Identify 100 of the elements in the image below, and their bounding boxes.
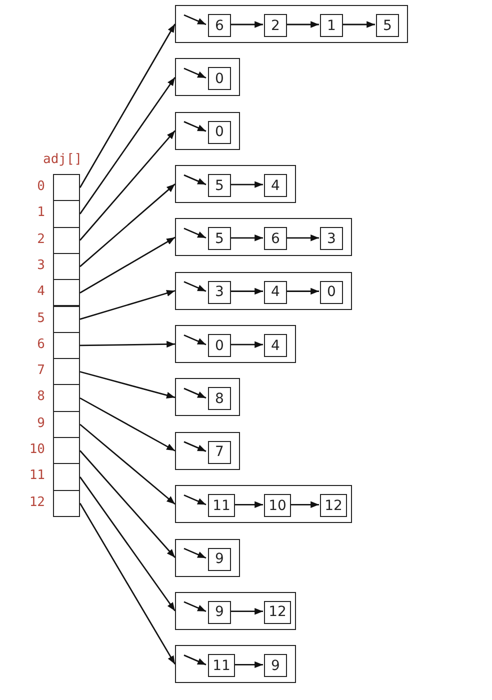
arrow (184, 388, 206, 399)
arrow (184, 68, 206, 78)
array-cell (53, 490, 80, 517)
list-node: 2 (264, 14, 287, 37)
list-node: 5 (376, 14, 399, 37)
arrow (79, 476, 176, 612)
list-box (175, 485, 352, 524)
list-node: 4 (264, 174, 287, 198)
list-box (175, 5, 408, 43)
arrow (286, 288, 319, 295)
arrow (230, 608, 263, 615)
index-label: 10 (29, 442, 45, 457)
list-box (175, 165, 296, 204)
list-box (175, 378, 240, 416)
array-label: adj[] (43, 152, 82, 167)
arrow (184, 14, 206, 26)
list-node: 6 (264, 227, 287, 250)
arrow (234, 501, 263, 508)
list-node: 3 (320, 227, 343, 250)
arrow (184, 548, 206, 559)
arrow (184, 174, 206, 186)
array-cell (53, 306, 80, 333)
list-box (175, 432, 240, 470)
index-label: 3 (37, 258, 45, 273)
arrow (184, 654, 206, 666)
arrow (184, 281, 206, 292)
array-cell (53, 279, 80, 306)
arrow (290, 501, 319, 508)
list-node: 7 (208, 440, 231, 464)
arrow (184, 601, 206, 612)
index-label: 12 (29, 494, 45, 510)
list-node: 0 (208, 334, 231, 358)
list-node: 8 (208, 387, 231, 410)
arrow (286, 234, 319, 242)
arrow (230, 288, 263, 295)
list-node: 1 (320, 14, 343, 37)
list-node: 4 (264, 334, 287, 358)
arrow (80, 290, 176, 320)
array-cell (53, 226, 80, 254)
list-box (175, 58, 240, 96)
index-label: 2 (37, 232, 45, 247)
array-cell (53, 332, 80, 360)
list-box (175, 112, 240, 150)
array-cell (53, 252, 80, 280)
list-node: 5 (208, 227, 231, 250)
arrow (80, 397, 176, 452)
arrow (230, 341, 263, 348)
arrow (184, 228, 206, 239)
array-cell (53, 463, 80, 491)
list-box (175, 325, 296, 364)
list-node: 9 (264, 654, 287, 678)
list-box (175, 538, 240, 576)
array-cell (53, 384, 80, 412)
arrow (184, 494, 206, 506)
list-node: 4 (264, 280, 287, 304)
list-node: 11 (208, 494, 235, 518)
list-node: 11 (208, 654, 235, 678)
array-cell (53, 358, 80, 386)
arrow (230, 234, 263, 242)
index-label: 8 (37, 389, 45, 404)
list-node: 12 (320, 494, 347, 518)
array-cell (53, 174, 80, 202)
arrow (184, 121, 206, 132)
arrow (80, 236, 176, 294)
list-node: 0 (208, 120, 231, 144)
arrow (79, 502, 176, 665)
arrow (80, 424, 176, 505)
arrow (80, 184, 176, 268)
index-label: 9 (37, 416, 45, 431)
list-box (175, 218, 352, 256)
list-node: 6 (208, 14, 231, 37)
index-label: 5 (37, 310, 45, 326)
list-node: 0 (320, 280, 343, 304)
list-node: 9 (208, 600, 231, 624)
list-box (175, 272, 352, 310)
list-node: 12 (264, 600, 291, 624)
arrow (230, 21, 263, 28)
array-cell (53, 437, 80, 464)
list-node: 5 (208, 174, 231, 198)
index-label: 4 (37, 284, 45, 300)
list-node: 0 (208, 67, 231, 90)
arrow (79, 450, 176, 558)
arrow (79, 130, 176, 241)
array-cell (53, 410, 80, 438)
list-node: 10 (264, 494, 291, 518)
arrow (184, 334, 206, 346)
arrow (342, 21, 375, 28)
index-label: 7 (37, 363, 45, 378)
list-box (175, 592, 296, 630)
index-label: 6 (37, 336, 45, 352)
list-node: 3 (208, 280, 231, 304)
arrow (80, 371, 176, 398)
index-label: 11 (29, 468, 45, 484)
arrow (79, 24, 176, 188)
arrow (80, 340, 175, 348)
list-box (175, 645, 296, 684)
index-label: 1 (37, 205, 45, 220)
list-node: 9 (208, 548, 231, 570)
index-label: 0 (37, 179, 45, 194)
array-cell (53, 200, 80, 228)
